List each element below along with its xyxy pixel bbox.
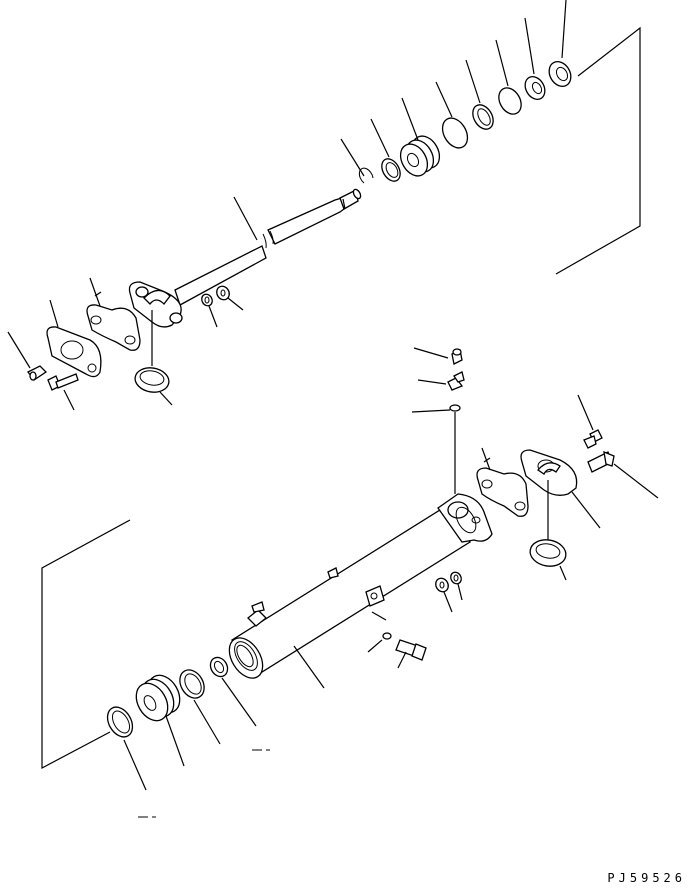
leader-marks [138, 749, 270, 818]
lower-assembly-bracket-line [41, 519, 131, 769]
wear-ring [179, 669, 221, 745]
tube-nut [435, 577, 453, 613]
rod-clamp-cap [128, 281, 183, 328]
cushion-bolt [395, 639, 427, 669]
tube-bushing [529, 480, 567, 581]
rod-head [399, 97, 441, 177]
drawing-code: PJ59526 [607, 871, 686, 885]
piston-ring [106, 706, 147, 791]
tube-washer [450, 571, 463, 601]
rod-retaining-ring [340, 138, 374, 184]
rod-packing [495, 39, 522, 115]
rod-clamp-bracket [86, 277, 141, 351]
plug [413, 347, 463, 365]
rod-washer-small [201, 293, 218, 328]
tube-clamp-bracket [476, 447, 529, 517]
rod-bushing [134, 310, 173, 406]
rod-end-washer [524, 17, 546, 100]
rod-bracket-small-line [94, 291, 102, 297]
tube-bolt [587, 450, 659, 499]
rod-wiper [465, 59, 494, 130]
head-packing [435, 81, 469, 149]
piston [135, 674, 185, 767]
snap-ring [370, 118, 401, 182]
o-ring [411, 404, 461, 494]
piston-rod [174, 188, 362, 306]
rod-bolt [47, 373, 79, 411]
rod-nut-small [216, 285, 244, 311]
cushion-washer [367, 611, 392, 653]
tube-grease-fitting [577, 394, 603, 449]
rod-end-nut [548, 0, 572, 87]
upper-assembly-bracket-line [555, 26, 641, 275]
rod-end-cap [46, 299, 102, 378]
tube-clamp-cap [520, 449, 601, 529]
cylinder-tube [228, 493, 493, 689]
cushion-ring [209, 656, 257, 727]
rod-grease-fitting [7, 331, 48, 381]
elbow-fitting [417, 371, 465, 391]
